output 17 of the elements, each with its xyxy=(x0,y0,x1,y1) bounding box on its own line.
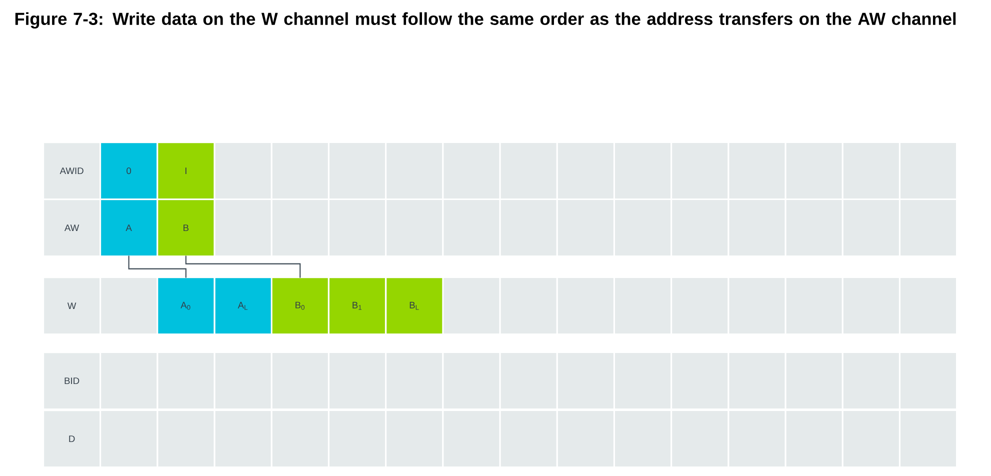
data-cell: B$_{L}$ xyxy=(386,278,442,334)
data-cell: A$_{0}$ xyxy=(158,278,214,334)
data-cell: B$_{1}$ xyxy=(329,278,385,334)
data-cell: B$_{0}$ xyxy=(272,278,328,334)
row-header-cell: BID xyxy=(44,353,100,409)
data-cell: A xyxy=(101,200,157,256)
figure-title: Figure 7-3: Write data on the W channel must follow the same order as the address transfers on the AW channel xyxy=(15,12,956,29)
connector-line xyxy=(185,256,301,278)
data-cell: 0 xyxy=(101,143,157,199)
data-cell: A$_{L}$ xyxy=(215,278,271,334)
data-cell: I xyxy=(158,143,214,199)
row-header-cell: AW xyxy=(44,200,100,256)
connector-line xyxy=(128,256,186,278)
data-cell: B xyxy=(158,200,214,256)
row-header-cell: D xyxy=(44,411,100,467)
row-header-cell: W xyxy=(44,278,100,334)
row-header-cell: AWID xyxy=(44,143,100,199)
